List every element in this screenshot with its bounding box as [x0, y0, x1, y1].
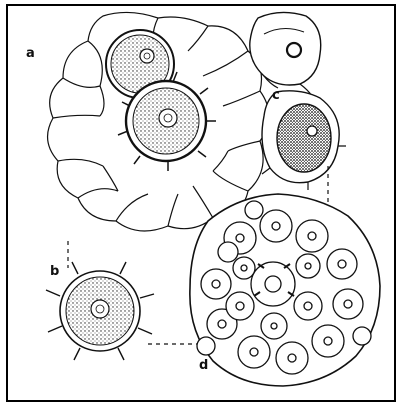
label-a: a: [26, 46, 35, 61]
panel-d-colony: [190, 194, 380, 386]
figure-frame: a b c d: [6, 4, 396, 402]
panel-c-cells: [250, 12, 346, 206]
label-c: c: [272, 88, 280, 103]
label-d: d: [199, 358, 208, 373]
label-b: b: [50, 264, 59, 279]
cell-illustration: [8, 6, 394, 400]
panel-b-cell: [46, 241, 198, 360]
